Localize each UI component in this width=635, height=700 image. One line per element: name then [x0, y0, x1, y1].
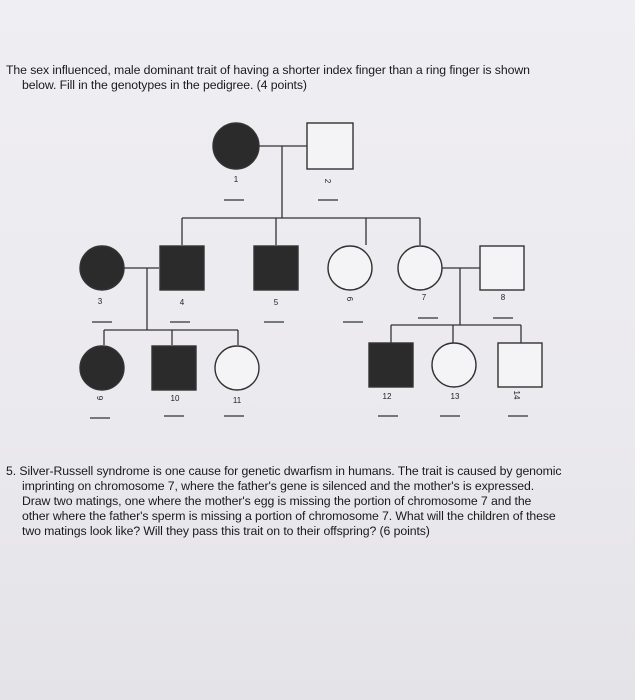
pedigree-individual-6-female-unaffected	[327, 245, 373, 291]
pedigree-label-14: 14	[512, 391, 521, 400]
pedigree-individual-3-female-affected	[79, 245, 125, 291]
question-4-text-line-1: The sex influenced, male dominant trait …	[6, 63, 530, 77]
pedigree-label-2: 2	[323, 179, 332, 184]
pedigree-label-5: 5	[274, 298, 279, 307]
pedigree-individual-8-male-unaffected	[479, 245, 525, 291]
question-5-text-line-2: imprinting on chromosome 7, where the fa…	[22, 479, 535, 493]
question-5-text-line-1: 5. Silver-Russell syndrome is one cause …	[6, 464, 562, 478]
pedigree-individual-2-male-unaffected	[306, 122, 354, 170]
pedigree-individual-4-male-affected	[159, 245, 205, 291]
pedigree-label-1: 1	[234, 175, 239, 184]
pedigree-label-7: 7	[422, 293, 427, 302]
pedigree-label-10: 10	[171, 394, 180, 403]
pedigree-individual-5-male-affected	[253, 245, 299, 291]
pedigree-label-6: 6	[345, 297, 354, 302]
question-5-text-line-5: two matings look like? Will they pass th…	[22, 524, 430, 538]
pedigree-label-4: 4	[180, 298, 185, 307]
pedigree-individual-13-female-unaffected	[431, 342, 477, 388]
question-5-text-line-3: Draw two matings, one where the mother's…	[22, 494, 532, 508]
pedigree-connector-lines	[90, 145, 528, 419]
pedigree-label-13: 13	[451, 392, 460, 401]
pedigree-individual-9-female-affected	[79, 345, 125, 391]
pedigree-individual-1-female-affected	[212, 122, 260, 170]
question-4-text-line-2: below. Fill in the genotypes in the pedi…	[22, 78, 307, 92]
pedigree-individual-12-male-affected	[368, 342, 414, 388]
pedigree-label-12: 12	[383, 392, 392, 401]
pedigree-individual-7-female-unaffected	[397, 245, 443, 291]
pedigree-label-9: 9	[95, 396, 104, 401]
pedigree-individual-14-male-unaffected	[497, 342, 543, 388]
pedigree-individual-10-male-affected	[151, 345, 197, 391]
question-5-text-line-4: other where the father's sperm is missin…	[22, 509, 556, 523]
pedigree-label-8: 8	[501, 293, 506, 302]
pedigree-label-11: 11	[233, 396, 242, 405]
pedigree-label-3: 3	[98, 297, 103, 306]
pedigree-individual-11-female-unaffected	[214, 345, 260, 391]
